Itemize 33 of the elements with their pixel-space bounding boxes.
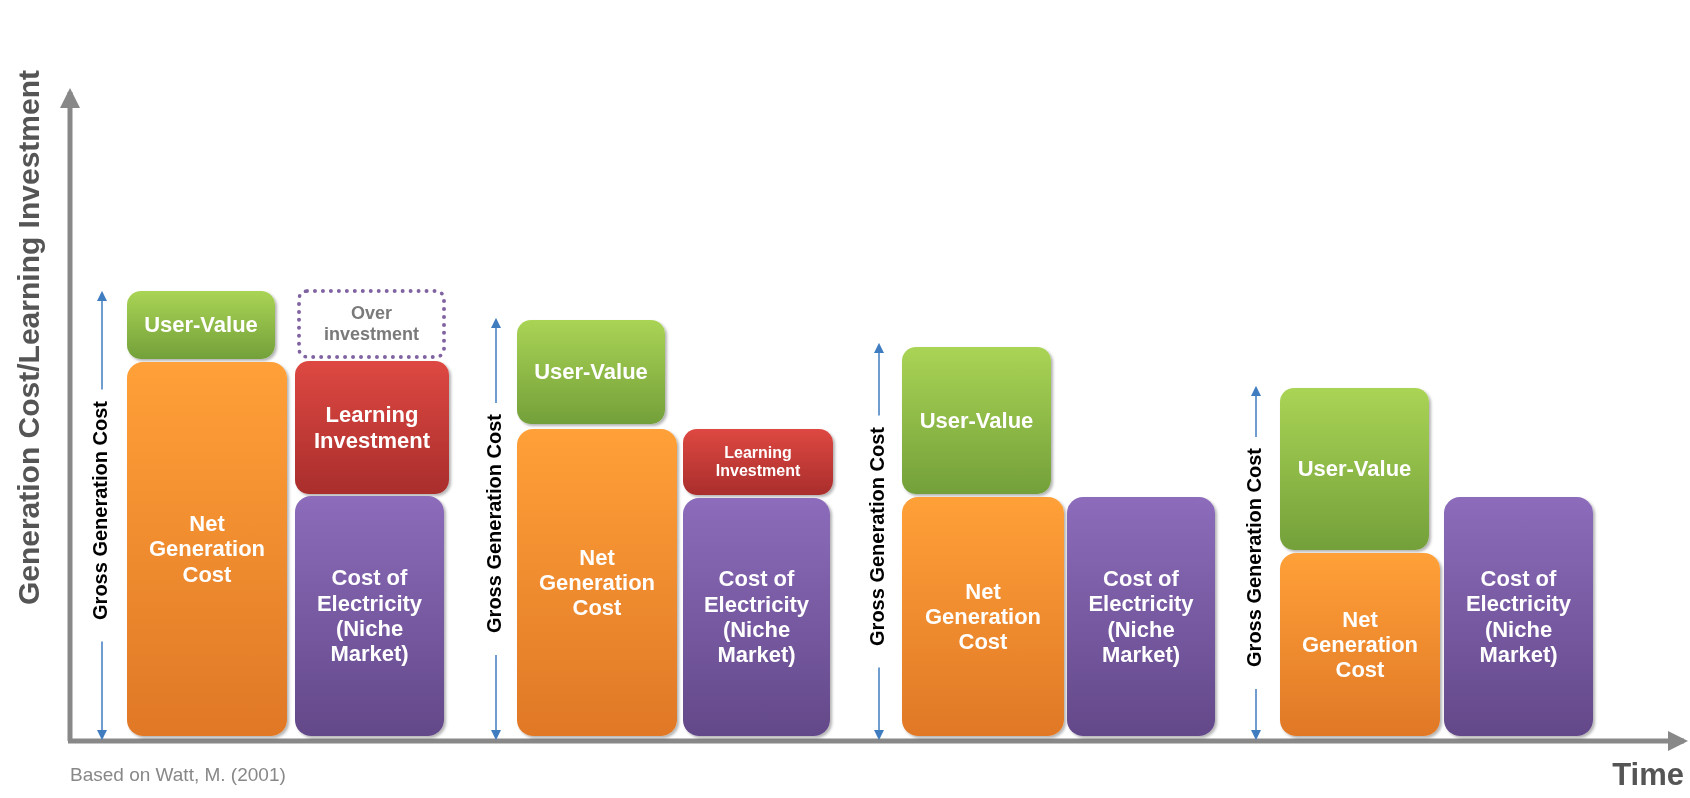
- axis-title: Generation Cost/Learning Investment: [12, 70, 46, 606]
- user-value-block: [1280, 388, 1429, 550]
- block-label: User-Value: [533, 359, 649, 385]
- user-value-block: [127, 291, 275, 359]
- user-value-block: [517, 320, 665, 424]
- block-label: Learning Investment: [714, 443, 802, 481]
- net-cost-block: [902, 497, 1064, 736]
- block-label: Learning Investment: [312, 402, 432, 453]
- block-label: User-Value: [1296, 456, 1413, 482]
- cost-block: [295, 496, 444, 736]
- user-value-block: [902, 347, 1051, 494]
- axis-title: Time: [1612, 757, 1684, 793]
- cost-block: [1067, 497, 1215, 736]
- cost-block: [683, 498, 830, 736]
- block-label: Net Generation Cost: [537, 544, 657, 621]
- cost-block: [1444, 497, 1593, 736]
- source-note: Based on Watt, M. (2001): [70, 764, 286, 786]
- block-label: User-Value: [918, 407, 1035, 434]
- net-cost-block: [1280, 553, 1440, 736]
- block-label: User-Value: [143, 312, 259, 338]
- block-label: Net Generation Cost: [923, 578, 1043, 655]
- block-label: Net Generation Cost: [1300, 606, 1420, 683]
- block-label: Net Generation Cost: [147, 511, 267, 587]
- learning-investment-block: [295, 361, 449, 494]
- block-label: Over investment: [323, 303, 420, 345]
- block-label: Cost of Electricity (Niche Market): [1087, 565, 1195, 668]
- dotted-outline-box: [297, 289, 446, 359]
- learning-investment-block: [683, 429, 833, 495]
- net-cost-block: [517, 429, 677, 736]
- block-label: Cost of Electricity (Niche Market): [1464, 565, 1573, 668]
- block-label: Cost of Electricity (Niche Market): [315, 565, 424, 667]
- block-label: Cost of Electricity (Niche Market): [702, 566, 811, 668]
- net-cost-block: [127, 362, 287, 736]
